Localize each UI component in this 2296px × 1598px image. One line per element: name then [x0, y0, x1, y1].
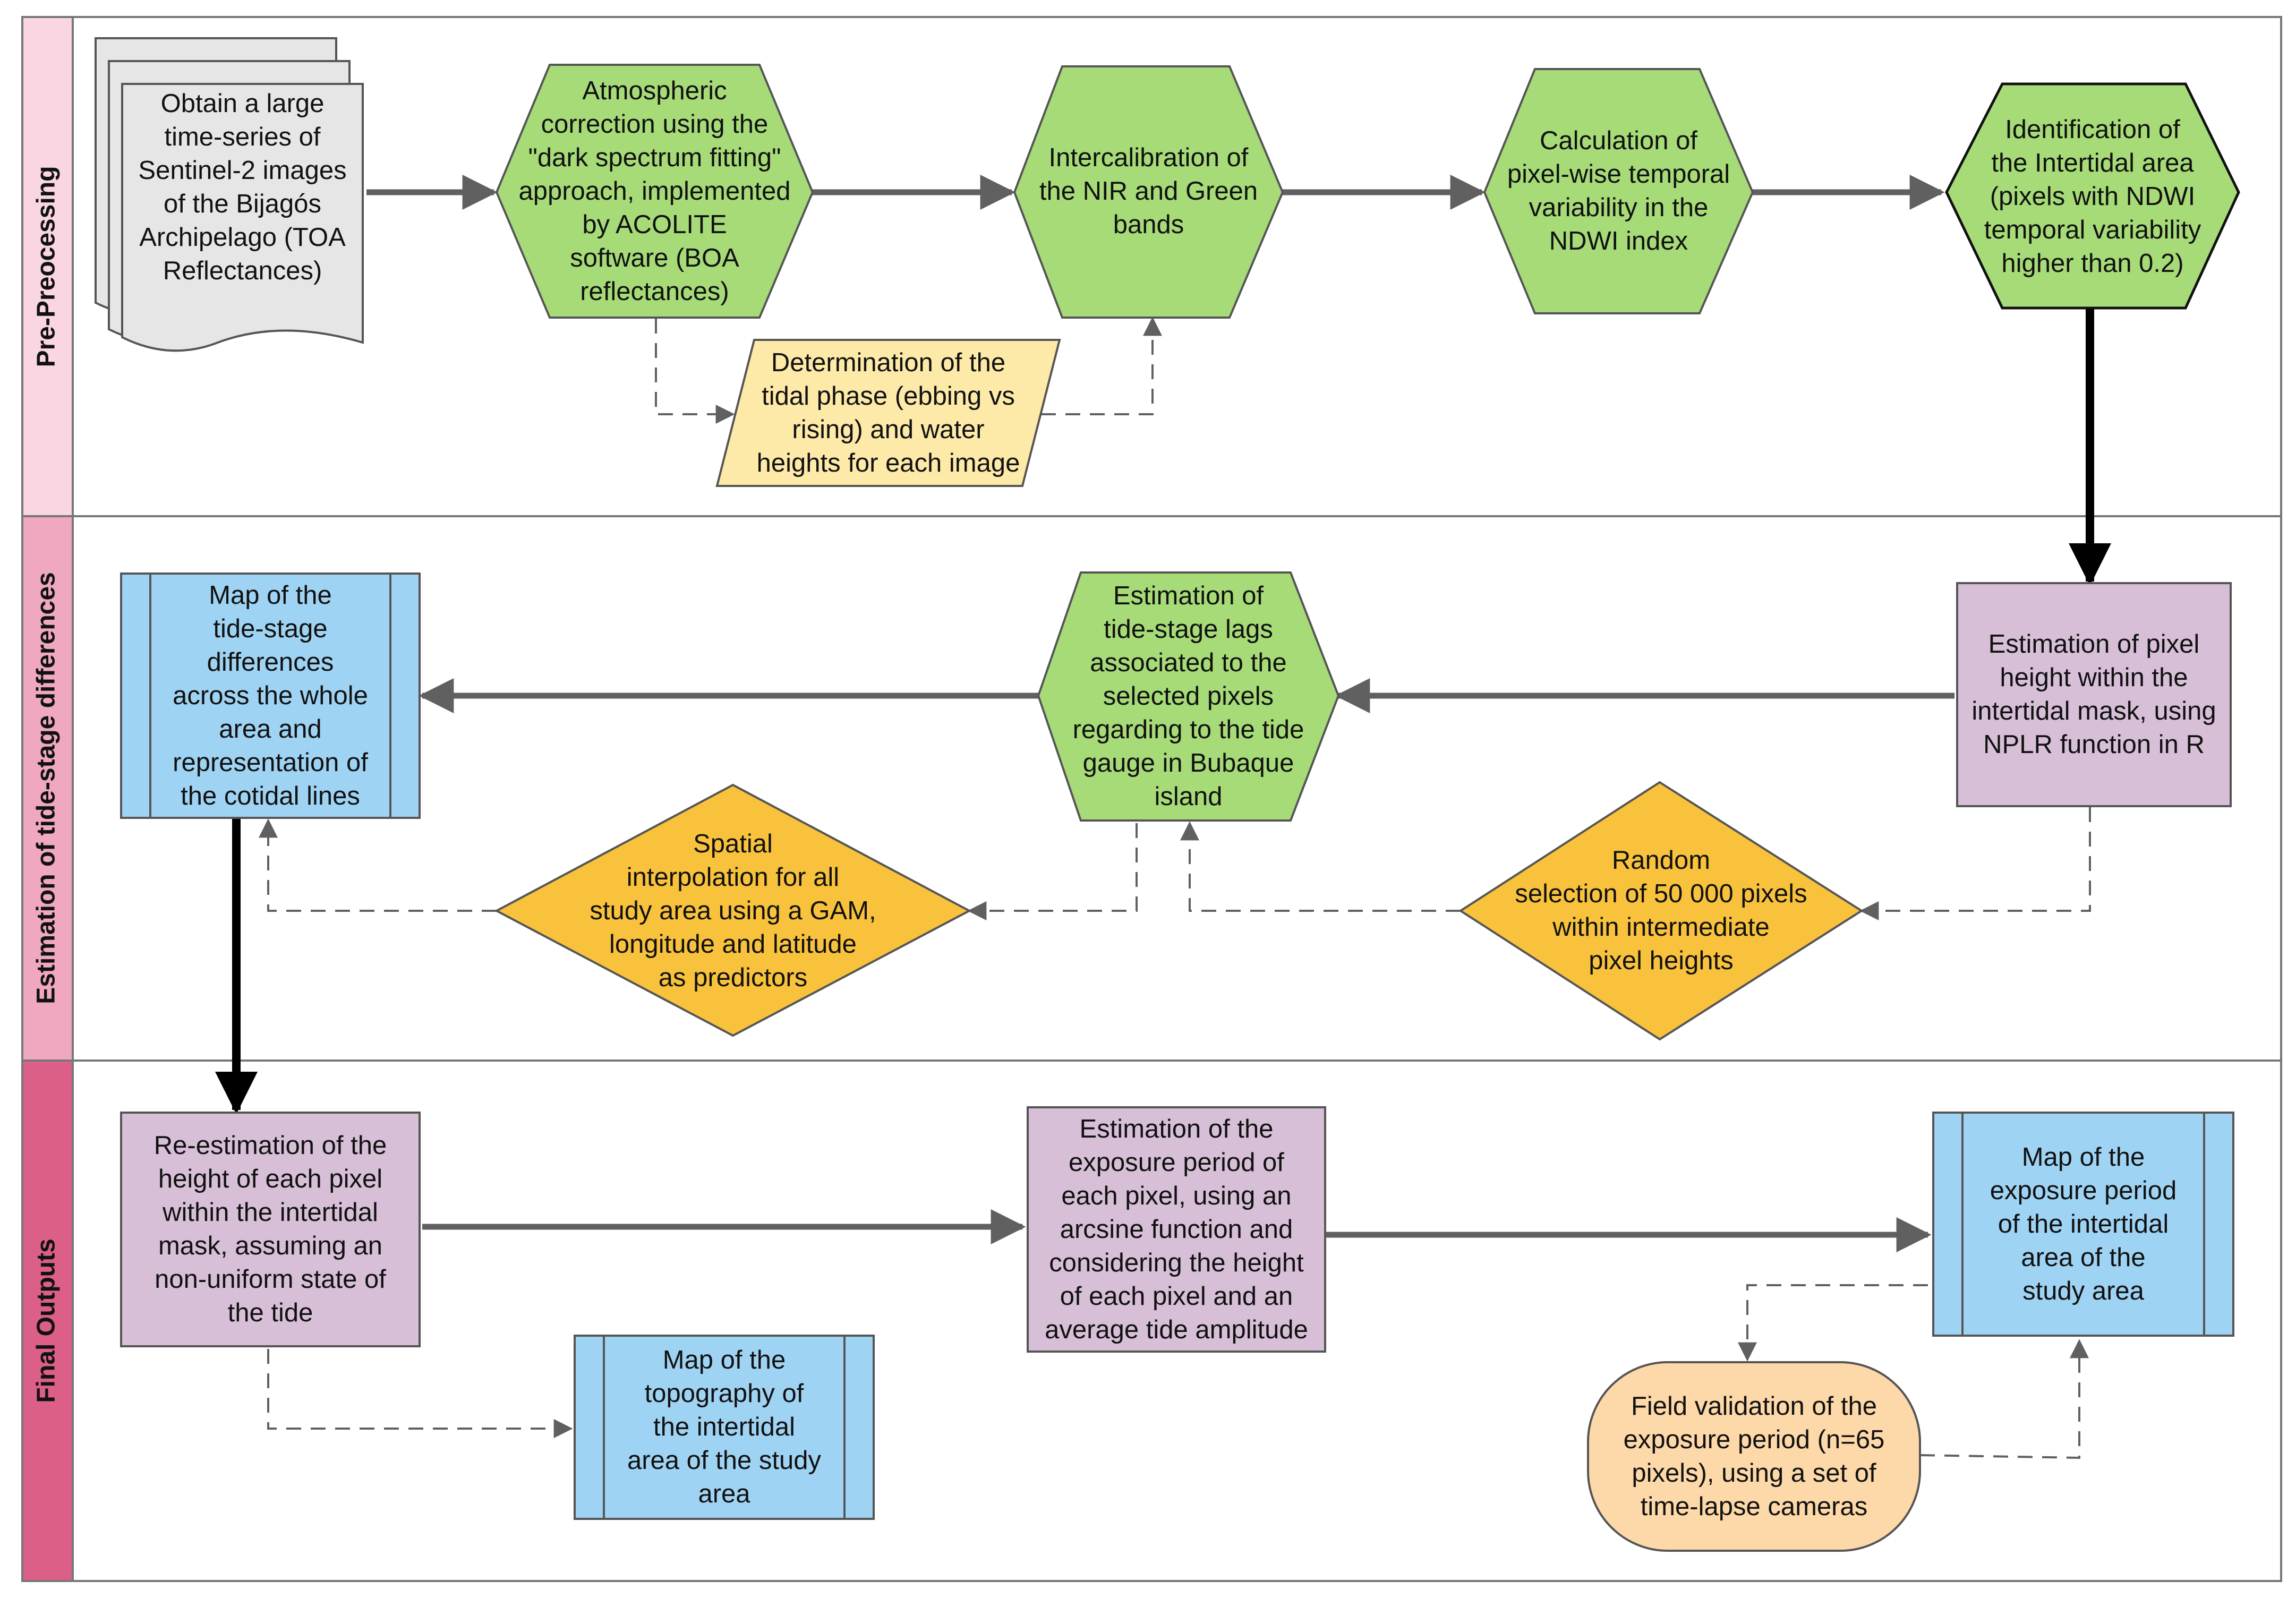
exposure-map-label: Map of the exposure period of the intert… — [1990, 1142, 2177, 1305]
connector-validation-to-map — [1919, 1339, 2089, 1459]
pixel-height-node: Estimation of pixel height within the in… — [1956, 582, 2232, 807]
height-reestimation-label: Re-estimation of the height of each pixe… — [153, 1131, 387, 1327]
spatial-interpolation-node: Spatial interpolation for all study area… — [494, 783, 972, 1037]
spatial-interpolation-label: Spatial interpolation for all study area… — [590, 829, 876, 992]
atmospheric-correction-hexagon — [495, 64, 814, 319]
topography-map-label: Map of the topography of the intertidal … — [627, 1346, 821, 1508]
tide-stage-lags-label: Estimation of tide-stage lags associated… — [1072, 581, 1304, 811]
connector-reestimation-to-topography — [267, 1349, 573, 1438]
connector-correction-to-tidal-phase — [655, 319, 735, 424]
intercalibration-label: Intercalibration of the NIR and Green ba… — [1039, 143, 1258, 239]
tidal-phase-node: Determination of the tidal phase (ebbing… — [715, 339, 1061, 487]
spatial-interpolation-diamond — [494, 783, 972, 1037]
topography-map-box — [574, 1335, 875, 1520]
field-validation-box — [1587, 1361, 1921, 1552]
lane-header-tide-stage-estimation — [21, 515, 74, 1062]
height-reestimation-box — [120, 1112, 421, 1347]
tide-stage-lags-hexagon — [1037, 571, 1340, 822]
connector-lags-to-interpolation — [967, 823, 1138, 920]
topography-map-node: Map of the topography of the intertidal … — [574, 1335, 875, 1520]
random-selection-label: Random selection of 50 000 pixels within… — [1515, 846, 1807, 975]
random-selection-diamond — [1458, 781, 1864, 1041]
height-reestimation-node: Re-estimation of the height of each pixe… — [120, 1112, 421, 1347]
connector-height-to-random — [1859, 807, 2091, 920]
pixel-height-label: Estimation of pixel height within the in… — [1971, 630, 2216, 759]
intercalibration-node: Intercalibration of the NIR and Green ba… — [1013, 65, 1284, 319]
intertidal-identification-node: Identification of the Intertidal area (p… — [1945, 82, 2240, 310]
obtain-images-label: Obtain a large time-series of Sentinel-2… — [138, 89, 347, 285]
tidal-phase-parallelogram — [715, 339, 1061, 487]
connectors-dashed — [259, 317, 2091, 1459]
connectors-black — [215, 308, 2111, 1114]
intercalibration-hexagon — [1013, 65, 1284, 319]
document-sheet-front — [121, 83, 364, 352]
connector-interpolation-to-map — [259, 818, 497, 912]
intertidal-identification-label: Identification of the Intertidal area (p… — [1984, 115, 2201, 278]
field-validation-node: Field validation of the exposure period … — [1587, 1361, 1921, 1552]
field-validation-label: Field validation of the exposure period … — [1623, 1391, 1885, 1521]
connector-tidal-phase-to-intercalibration — [1041, 317, 1162, 415]
atmospheric-correction-node: Atmospheric correction using the "dark s… — [495, 64, 814, 319]
ndwi-variability-node: Calculation of pixel-wise temporal varia… — [1483, 68, 1754, 314]
obtain-images-node: Obtain a large time-series of Sentinel-2… — [95, 37, 364, 352]
connectors-solid — [366, 175, 1954, 1252]
exposure-map-node: Map of the exposure period of the intert… — [1932, 1112, 2234, 1337]
exposure-estimation-box — [1027, 1106, 1326, 1353]
intertidal-identification-hexagon — [1945, 82, 2240, 310]
lane-header-pre-processing — [21, 16, 74, 517]
lane-label-tide-stage-estimation: Estimation of tide-stage differences — [32, 572, 61, 1004]
exposure-estimation-label: Estimation of the exposure period of eac… — [1045, 1114, 1308, 1344]
pixel-height-box — [1956, 582, 2232, 807]
lane-label-pre-processing: Pre-Preocessing — [32, 166, 61, 368]
atmospheric-correction-label: Atmospheric correction using the "dark s… — [518, 76, 791, 306]
tide-stage-map-label: Map of the tide-stage differences across… — [173, 580, 368, 810]
lane-label-final-outputs: Final Outputs — [32, 1238, 61, 1403]
connector-map-to-validation — [1738, 1284, 1928, 1362]
exposure-map-box — [1932, 1112, 2234, 1337]
connector-random-to-lags — [1180, 821, 1461, 912]
lane-header-final-outputs — [21, 1059, 74, 1582]
tide-stage-map-node: Map of the tide-stage differences across… — [120, 572, 421, 819]
random-selection-node: Random selection of 50 000 pixels within… — [1458, 781, 1864, 1041]
tide-stage-lags-node: Estimation of tide-stage lags associated… — [1037, 571, 1340, 822]
exposure-estimation-node: Estimation of the exposure period of eac… — [1027, 1106, 1326, 1353]
tidal-phase-label: Determination of the tidal phase (ebbing… — [756, 348, 1020, 477]
ndwi-variability-label: Calculation of pixel-wise temporal varia… — [1507, 126, 1730, 255]
tide-stage-map-box — [120, 572, 421, 819]
ndwi-variability-hexagon — [1483, 68, 1754, 314]
